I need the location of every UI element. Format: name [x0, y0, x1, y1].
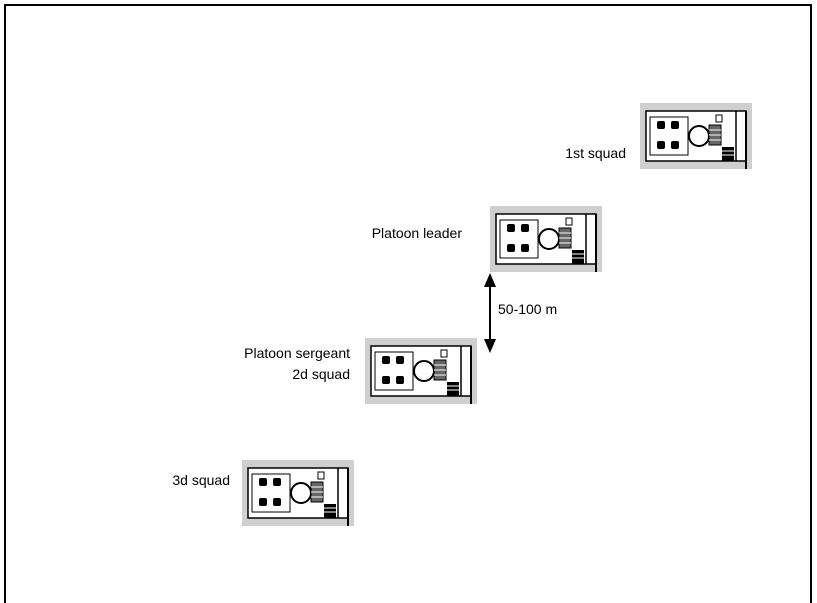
third-squad-vehicle — [241, 459, 355, 527]
platoon-leader-label: Platoon leader — [371, 225, 462, 241]
platoon-sergeant-label: Platoon sergeant — [244, 345, 350, 361]
diagram-frame — [4, 4, 812, 603]
second-squad-label: 2d squad — [292, 366, 350, 382]
first-squad-label: 1st squad — [565, 145, 626, 161]
distance-arrow — [484, 273, 496, 353]
distance-label: 50-100 m — [498, 301, 558, 317]
platoon-leader-vehicle — [489, 205, 603, 273]
third-squad-label: 3d squad — [172, 472, 230, 488]
platoon-sergeant-vehicle — [364, 337, 478, 405]
first-squad-vehicle — [639, 102, 753, 170]
